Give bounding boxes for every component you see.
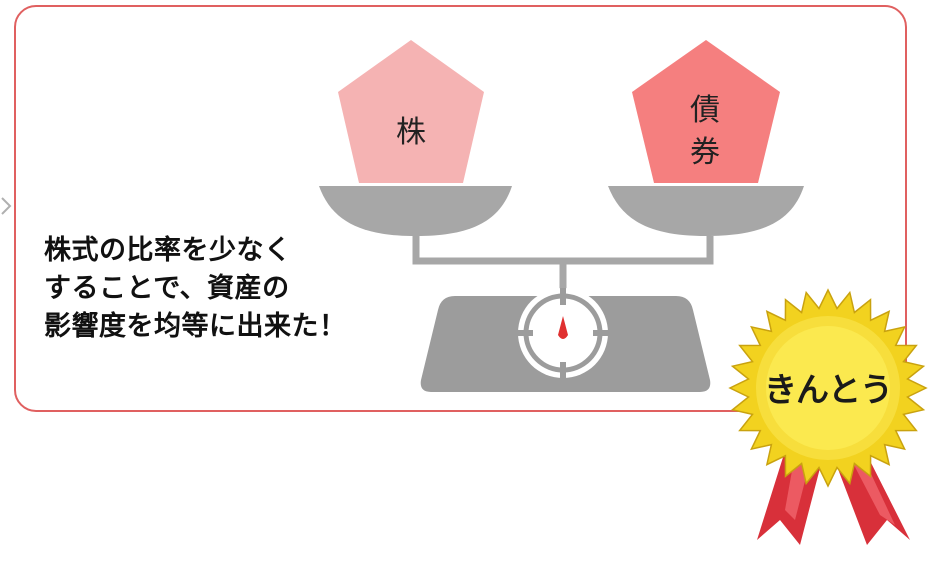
- left-pan: [319, 186, 512, 236]
- caption-line2: することで、資産の: [44, 273, 290, 304]
- chevron-right-icon: [1, 197, 12, 215]
- caption-line3: 影響度を均等に出来た！: [44, 311, 347, 342]
- bond-label: 債 券: [680, 92, 730, 172]
- bond-label-line1: 債: [690, 93, 720, 128]
- bond-weight: [632, 40, 780, 183]
- needle-icon: [558, 316, 568, 339]
- medal-label: きんとう: [764, 370, 893, 409]
- scale-beam: [412, 236, 714, 296]
- right-pan: [608, 186, 804, 236]
- stock-label: 株: [396, 115, 426, 150]
- stock-weight: [338, 40, 484, 183]
- scale-dial: [518, 288, 608, 378]
- gold-medal-icon: [728, 288, 928, 488]
- caption-text: 株式の比率を少なく することで、資産の 影響度を均等に出来た！: [44, 232, 434, 346]
- medal-face-inner: [766, 326, 890, 450]
- caption-line1: 株式の比率を少なく: [44, 235, 292, 266]
- bond-label-line2: 券: [690, 135, 720, 170]
